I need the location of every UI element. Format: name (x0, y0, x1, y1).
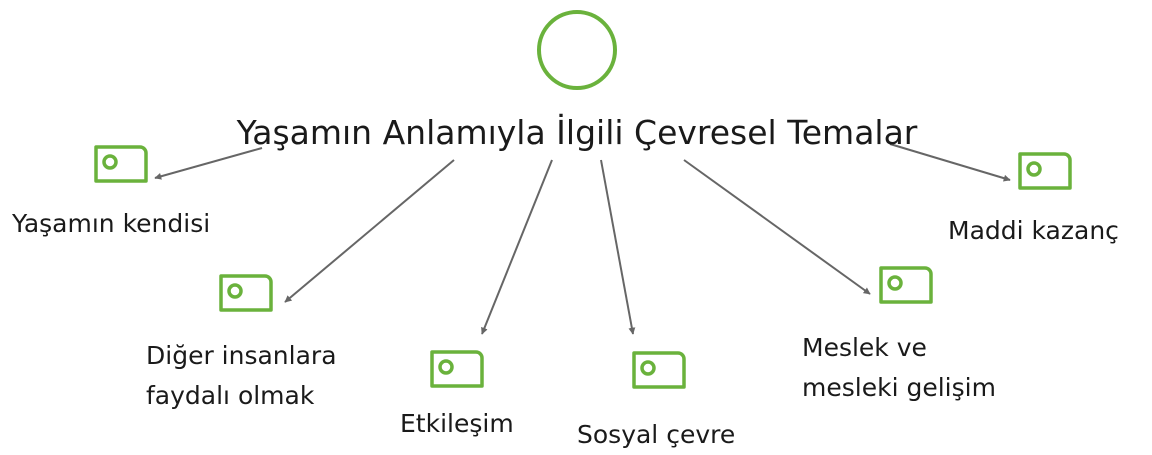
code-tag-icon[interactable] (219, 274, 273, 312)
edge-sosyal-cevre (600, 159, 636, 335)
node-label-line: faydalı olmak (146, 381, 315, 410)
code-tag-icon[interactable] (632, 351, 686, 389)
edge-meslek (683, 159, 871, 295)
node-label-sosyal-cevre[interactable]: Sosyal çevre (577, 415, 735, 455)
node-label-line: Meslek ve (802, 333, 927, 362)
node-label-line: Diğer insanlara (146, 341, 337, 370)
edge-maddi-kazanc (889, 143, 1011, 182)
node-label-line: Etkileşim (400, 409, 514, 438)
node-label-meslek[interactable]: Meslek ve mesleki gelişim (802, 328, 996, 408)
node-label-etkilesim[interactable]: Etkileşim (400, 404, 514, 444)
node-label-yasamin-kendisi[interactable]: Yaşamın kendisi (12, 204, 210, 244)
code-tag-icon[interactable] (879, 266, 933, 304)
code-tag-icon[interactable] (1018, 152, 1072, 190)
edge-etkilesim (481, 159, 553, 335)
node-label-maddi-kazanc[interactable]: Maddi kazanç (948, 211, 1119, 251)
node-label-diger-insanlara[interactable]: Diğer insanlara faydalı olmak (146, 336, 337, 416)
edge-diger-insanlara (284, 159, 455, 303)
node-label-line: Yaşamın kendisi (12, 209, 211, 238)
code-tag-icon[interactable] (94, 145, 148, 183)
node-label-line: Sosyal çevre (577, 420, 736, 449)
node-label-line: Maddi kazanç (948, 216, 1119, 245)
edge-yasamin-kendisi (154, 147, 263, 180)
root-node-circle-icon[interactable] (537, 10, 617, 90)
root-node-title[interactable]: Yaşamın Anlamıyla İlgili Çevresel Temala… (236, 113, 918, 152)
node-label-line: mesleki gelişim (802, 373, 996, 402)
code-tag-icon[interactable] (430, 350, 484, 388)
